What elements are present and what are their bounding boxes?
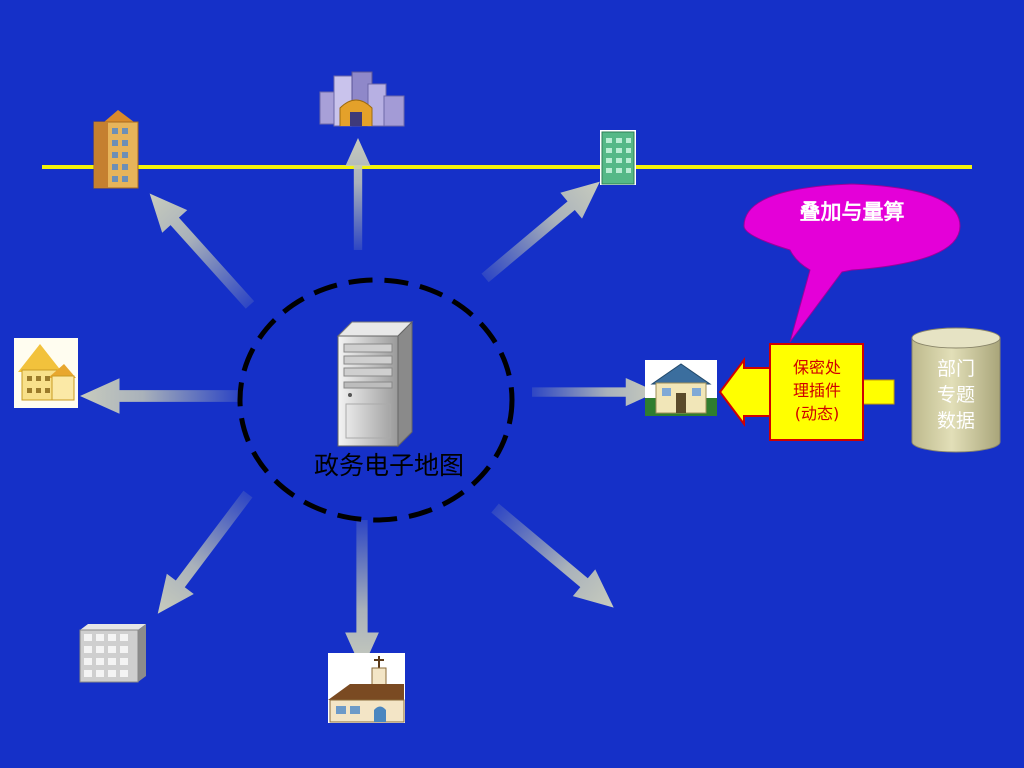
arrow-left [80, 378, 238, 414]
center-node-label: 政务电子地图 [314, 451, 465, 480]
arrow-down [345, 520, 379, 670]
plugin-label-line-1: 保密处 [792, 358, 841, 377]
arrow-down-right [483, 494, 625, 621]
arrow-up-right [474, 168, 611, 291]
server-tower-icon [336, 320, 414, 448]
database-label-line-3: 数据 [936, 410, 975, 432]
plugin-in-arrow [861, 379, 895, 405]
church-icon [328, 653, 405, 723]
database-label-line-1: 部门 [936, 358, 975, 380]
plugin-label: 保密处 理插件 (动态) [772, 356, 862, 425]
house-icon [645, 360, 717, 416]
city-skyline-icon [319, 71, 405, 127]
arrow-up [345, 138, 371, 250]
plugin-out-arrow [718, 357, 771, 427]
database-label: 部门 专题 数据 [912, 356, 1000, 434]
plugin-label-line-3: (动态) [794, 404, 840, 423]
database-label-line-2: 专题 [936, 384, 975, 406]
callout-bubble [743, 183, 961, 343]
plugin-label-line-2: 理插件 [792, 381, 841, 400]
callout-label: 叠加与量算 [799, 200, 905, 224]
arrow-up-left [137, 182, 263, 317]
apartment-complex-icon [14, 338, 78, 408]
tall-office-building-icon [93, 110, 139, 189]
arrow-right [532, 377, 657, 407]
green-office-tower-icon [600, 130, 636, 185]
arrow-down-left [144, 483, 262, 624]
plugin-box [769, 343, 864, 441]
database-cylinder [911, 327, 1001, 453]
grey-office-block-icon [79, 624, 146, 683]
center-dashed-circle [237, 277, 515, 523]
